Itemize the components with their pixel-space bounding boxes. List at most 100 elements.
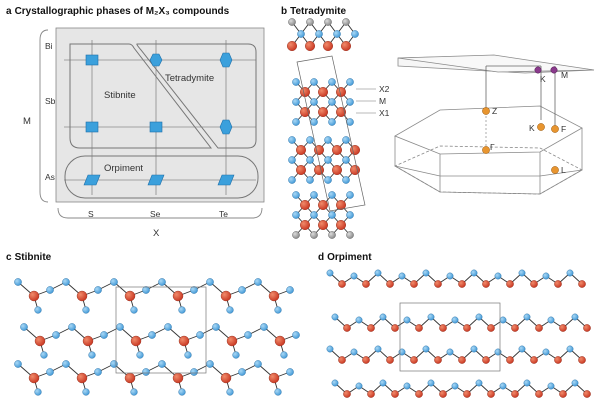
orpiment-atom bbox=[458, 280, 466, 288]
tetradymite-atom bbox=[305, 41, 316, 52]
tetradymite-atom bbox=[328, 211, 336, 219]
stibnite-atom bbox=[226, 388, 234, 396]
stibnite-atom bbox=[158, 360, 166, 368]
orpiment-atom bbox=[434, 280, 442, 288]
tetradymite-atom bbox=[296, 164, 307, 175]
orpiment-atom bbox=[446, 272, 454, 280]
tetradymite-atom bbox=[292, 211, 300, 219]
tetradymite-atom bbox=[314, 164, 325, 175]
orpiment-atom bbox=[547, 316, 555, 324]
orpiment-atom bbox=[578, 280, 586, 288]
symbol-sb-se bbox=[149, 121, 163, 133]
stibnite-atom bbox=[124, 290, 136, 302]
stibnite-atom bbox=[178, 388, 186, 396]
stibnite-atom bbox=[172, 372, 184, 384]
label-surface-m: M bbox=[561, 70, 568, 80]
tetradymite-atom bbox=[351, 30, 359, 38]
point-z bbox=[482, 107, 490, 115]
tetradymite-atom bbox=[292, 78, 300, 86]
orpiment-atom bbox=[379, 379, 387, 387]
orpiment-atom bbox=[559, 390, 567, 398]
orpiment-atom bbox=[415, 324, 423, 332]
stibnite-atom bbox=[88, 351, 96, 359]
tetradymite-atom bbox=[310, 78, 318, 86]
label-l: L bbox=[561, 165, 566, 175]
tetradymite-atom bbox=[336, 219, 347, 230]
tetradymite-atom bbox=[318, 86, 329, 97]
orpiment-atom bbox=[422, 345, 430, 353]
orpiment-atom bbox=[506, 356, 514, 364]
stibnite-atom bbox=[206, 278, 214, 286]
tetradymite-atom bbox=[328, 98, 336, 106]
orpiment-atom bbox=[518, 345, 526, 353]
tetradymite-atom bbox=[306, 156, 314, 164]
tetradymite-atom bbox=[300, 219, 311, 230]
stibnite-atom bbox=[190, 368, 198, 376]
tetradymite-atom bbox=[332, 144, 343, 155]
symbol-bi-s bbox=[85, 54, 99, 66]
point-l bbox=[551, 166, 559, 174]
stibnite-atom bbox=[100, 331, 108, 339]
tetradymite-atom bbox=[333, 30, 341, 38]
stibnite-atom bbox=[82, 388, 90, 396]
tetradymite-atom bbox=[318, 219, 329, 230]
stibnite-atom bbox=[28, 290, 40, 302]
tetradymite-region bbox=[136, 43, 257, 149]
symbol-sb-te bbox=[219, 119, 233, 135]
point-gamma bbox=[482, 146, 490, 154]
orpiment-atom bbox=[434, 356, 442, 364]
symbol-as-te bbox=[217, 174, 235, 186]
stibnite-atom bbox=[158, 278, 166, 286]
orpiment-unit-cell bbox=[399, 302, 501, 372]
symbol-bi-te bbox=[219, 52, 233, 68]
orpiment-atom bbox=[350, 272, 358, 280]
stibnite-atom bbox=[110, 360, 118, 368]
stibnite-atom bbox=[68, 323, 76, 331]
stibnite-atom bbox=[40, 351, 48, 359]
orpiment-atom bbox=[482, 280, 490, 288]
stibnite-atom bbox=[226, 335, 238, 347]
stibnite-atom bbox=[94, 286, 102, 294]
tetradymite-atom bbox=[306, 18, 314, 26]
orpiment-atom bbox=[547, 382, 555, 390]
row-label-sb: Sb bbox=[45, 96, 56, 106]
stibnite-atom bbox=[292, 331, 300, 339]
stibnite-atom bbox=[184, 351, 192, 359]
tetradymite-atom bbox=[287, 41, 298, 52]
orpiment-atom bbox=[499, 382, 507, 390]
orpiment-atom bbox=[535, 390, 543, 398]
tetradymite-atom bbox=[310, 98, 318, 106]
orpiment-atom bbox=[451, 382, 459, 390]
stibnite-atom bbox=[274, 388, 282, 396]
tetradymite-atom bbox=[288, 136, 296, 144]
stibnite-atom bbox=[238, 286, 246, 294]
tetradymite-atom bbox=[350, 144, 361, 155]
phase-diagram: Stibnite Tetradymite Orpiment M Bi Sb As… bbox=[23, 27, 265, 239]
orpiment-atom bbox=[523, 379, 531, 387]
orpiment-label: Orpiment bbox=[104, 163, 143, 174]
tetradymite-atom bbox=[342, 156, 350, 164]
orpiment-atom bbox=[470, 345, 478, 353]
stibnite-atom bbox=[14, 360, 22, 368]
orpiment-atom bbox=[446, 348, 454, 356]
stibnite-atom bbox=[220, 290, 232, 302]
stibnite-atom bbox=[34, 306, 42, 314]
orpiment-structure bbox=[326, 269, 591, 398]
orpiment-atom bbox=[482, 356, 490, 364]
surface-plane-top bbox=[397, 54, 595, 73]
orpiment-atom bbox=[343, 324, 351, 332]
tetradymite-atom bbox=[336, 106, 347, 117]
orpiment-atom bbox=[554, 280, 562, 288]
orpiment-atom bbox=[386, 356, 394, 364]
stibnite-atom bbox=[244, 331, 252, 339]
tetradymite-atom bbox=[292, 191, 300, 199]
phase-symbols bbox=[83, 52, 235, 186]
stibnite-atom bbox=[34, 335, 46, 347]
surface-point-k bbox=[534, 66, 542, 74]
orpiment-atom bbox=[463, 324, 471, 332]
orpiment-region bbox=[64, 155, 259, 199]
orpiment-atom bbox=[343, 390, 351, 398]
